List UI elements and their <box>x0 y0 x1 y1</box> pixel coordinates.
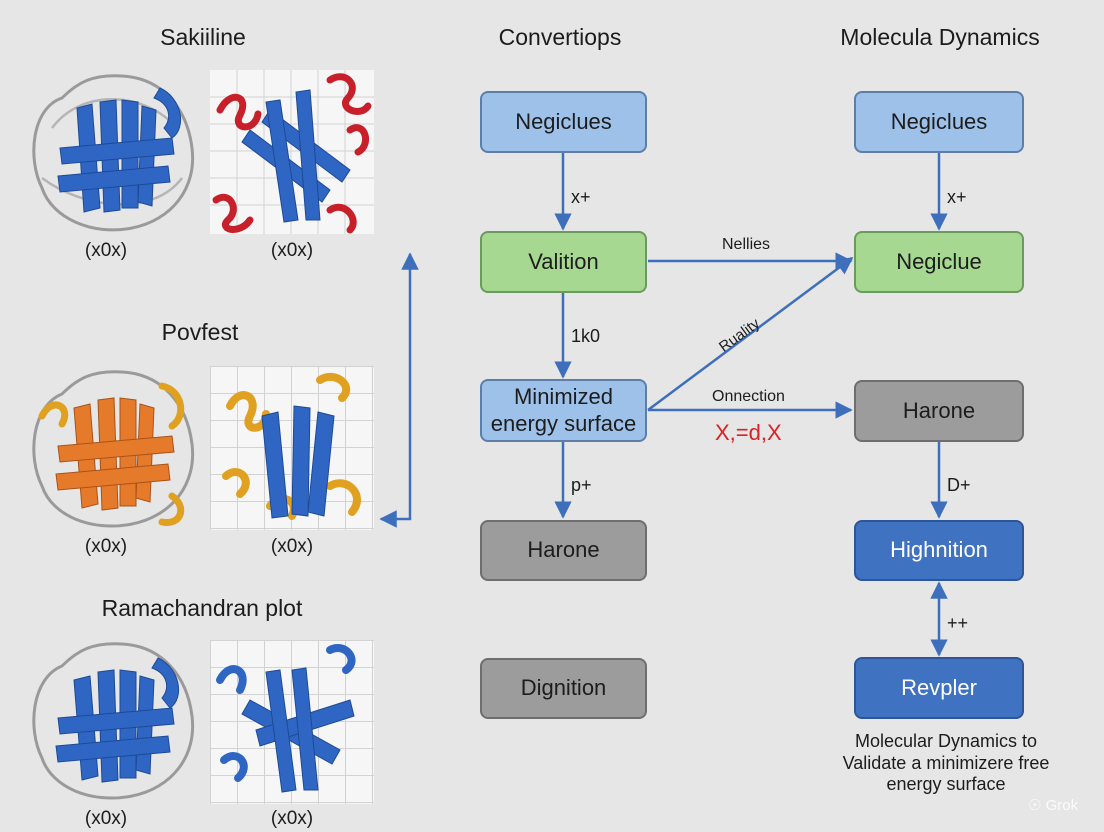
node-harone: Harone <box>480 520 647 581</box>
node-negiclues: Negiclues <box>854 91 1024 153</box>
image-caption: (x0x) <box>84 536 128 557</box>
protein-structure-image <box>210 640 374 804</box>
node-revpler: Revpler <box>854 657 1024 719</box>
edge-label: x+ <box>947 187 967 207</box>
section-heading: Povfest <box>161 319 239 345</box>
image-caption: (x0x) <box>270 808 314 829</box>
protein-structure-image <box>32 74 195 232</box>
node-minimized-energy-surface: Minimized energy surface <box>480 379 647 442</box>
protein-structure-image <box>210 366 374 530</box>
image-caption: (x0x) <box>270 240 314 261</box>
watermark-text: Grok <box>1045 797 1079 814</box>
protein-structure-image <box>32 642 195 800</box>
section-heading: Sakiiline <box>160 24 246 50</box>
node-negiclue: Negiclue <box>854 231 1024 293</box>
node-dignition: Dignition <box>480 658 647 719</box>
edge-label: ++ <box>947 613 969 633</box>
node-valition: Valition <box>480 231 647 293</box>
image-caption: (x0x) <box>84 240 128 261</box>
protein-structure-image <box>32 370 195 528</box>
image-caption: (x0x) <box>84 808 128 829</box>
edge-label: Onnection <box>712 388 785 405</box>
node-harone: Harone <box>854 380 1024 442</box>
bracket-arrow <box>379 252 419 528</box>
watermark-icon: ☉ <box>1028 797 1042 814</box>
node-negiclues: Negiclues <box>480 91 647 153</box>
footer-caption: Molecular Dynamics to Validate a minimiz… <box>842 731 1050 795</box>
image-caption: (x0x) <box>270 536 314 557</box>
edge-label: Nellies <box>722 236 771 253</box>
protein-structure-image <box>210 70 374 234</box>
section-heading: Ramachandran plot <box>101 595 303 621</box>
edge-label: x+ <box>571 187 591 207</box>
watermark: ☉ Grok <box>1028 796 1078 814</box>
column-heading: Molecula Dynamics <box>840 24 1040 50</box>
arrow-minimized-negiclue <box>647 256 854 412</box>
edge-label: p+ <box>571 475 592 495</box>
column-heading: Convertiops <box>498 24 622 50</box>
edge-label: D+ <box>947 475 971 495</box>
node-highnition: Highnition <box>854 520 1024 581</box>
formula-label: X,=d,X <box>715 420 782 445</box>
edge-label: 1k0 <box>571 326 601 346</box>
